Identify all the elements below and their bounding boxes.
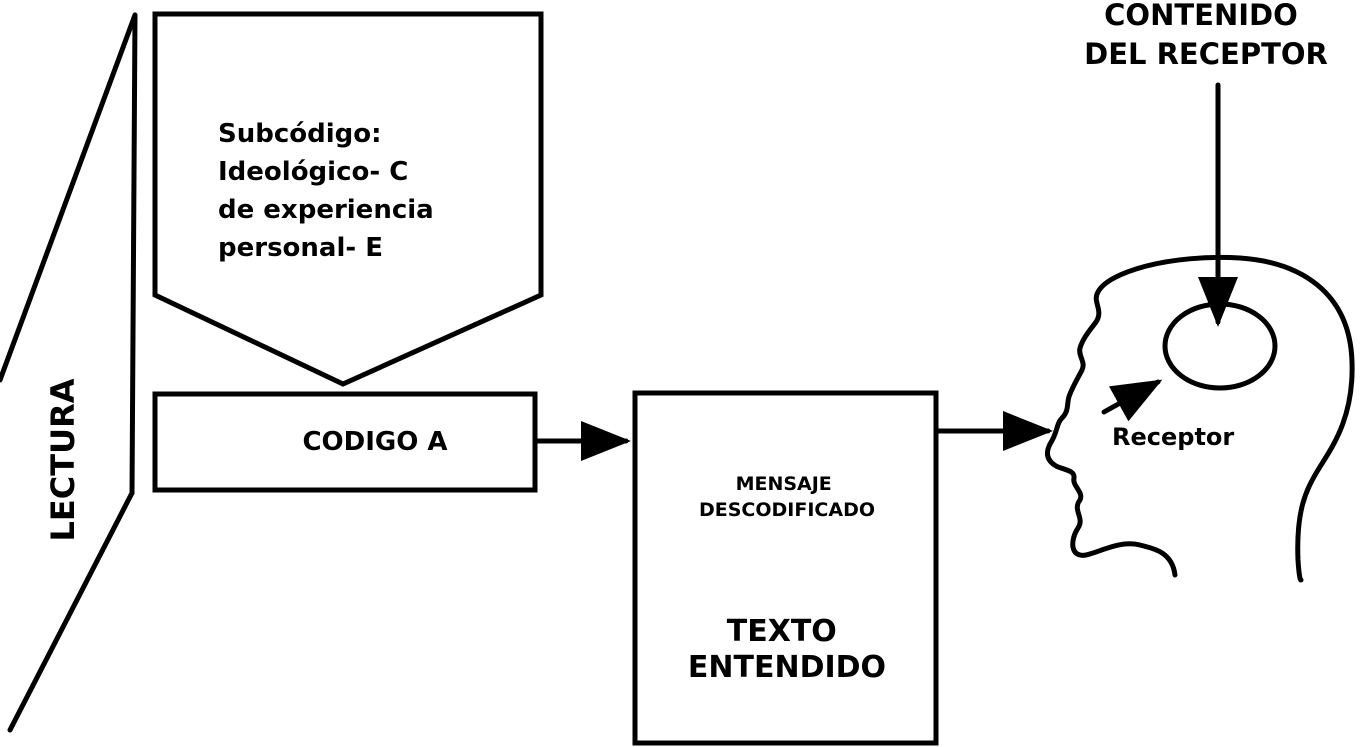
contenido-line-1: CONTENIDO: [1104, 0, 1298, 32]
mensaje-line-2: DESCODIFICADO: [699, 499, 875, 521]
subcodigo-shape: [152, 11, 544, 387]
mensaje-box: [632, 390, 939, 746]
subcodigo-text: Subcódigo: Ideológico- C de experiencia …: [218, 119, 443, 263]
contenido-label: CONTENIDO DEL RECEPTOR: [1084, 0, 1328, 71]
lectura-label: LECTURA: [44, 378, 82, 541]
receptor-label: Receptor: [1112, 423, 1234, 451]
contenido-line-2: DEL RECEPTOR: [1084, 37, 1328, 71]
texto-line-1: TEXTO: [727, 614, 837, 649]
subcodigo-line-1: Subcódigo:: [218, 119, 382, 149]
head-profile: [1045, 254, 1355, 583]
arrow-receptor-to-circle: [1101, 379, 1163, 422]
subcodigo-line-2: Ideológico- C: [218, 157, 408, 187]
perspective-line-bottom: [7, 490, 135, 733]
mensaje-text: MENSAJE DESCODIFICADO: [699, 473, 875, 521]
mensaje-line-1: MENSAJE: [736, 473, 832, 495]
subcodigo-line-3: de experiencia: [218, 195, 434, 225]
subcodigo-line-4: personal- E: [218, 233, 383, 263]
perspective-line-top: [0, 12, 138, 383]
texto-line-2: ENTENDIDO: [688, 650, 886, 685]
perspective-line-vertical: [129, 12, 138, 496]
codigo-label: CODIGO A: [302, 427, 447, 457]
texto-entendido-text: TEXTO ENTENDIDO: [688, 614, 886, 685]
